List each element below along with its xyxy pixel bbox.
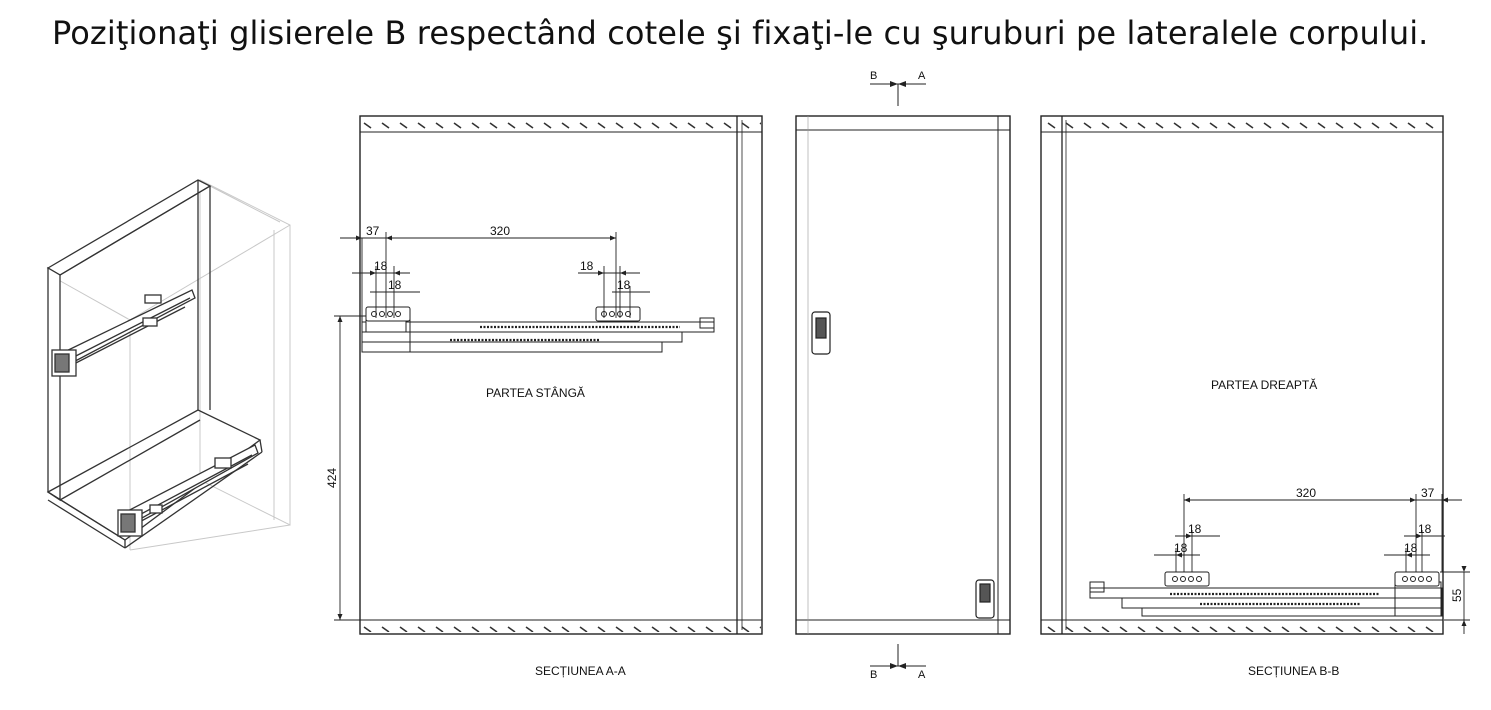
right-dim-spacing: 320 xyxy=(1296,486,1316,500)
left-dim-height: 424 xyxy=(325,468,339,488)
left-section-view: 37 320 18 18 18 18 424 PARTEA STÂNGĂ SEC… xyxy=(325,115,763,678)
marker-a-top: A xyxy=(918,70,926,82)
left-dim-hole-b: 18 xyxy=(388,278,402,292)
marker-a-bottom: A xyxy=(918,669,926,681)
marker-b-bottom: B xyxy=(870,669,877,681)
left-dim-hole-a: 18 xyxy=(374,259,388,273)
right-section-view: 320 37 18 18 18 18 55 PARTEA DREAPTĂ SEC… xyxy=(1040,115,1470,678)
front-view: B A B A xyxy=(795,70,1011,681)
left-panel-label: PARTEA STÂNGĂ xyxy=(486,385,585,400)
right-dim-hole-c: 18 xyxy=(1418,522,1432,536)
right-dim-hole-d: 18 xyxy=(1404,541,1418,555)
left-dim-spacing: 320 xyxy=(490,224,510,238)
marker-b-top: B xyxy=(870,70,877,82)
right-dim-height: 55 xyxy=(1450,588,1464,602)
left-dim-offset: 37 xyxy=(366,224,380,238)
left-section-caption: SECȚIUNEA A-A xyxy=(535,664,626,678)
right-dim-offset: 37 xyxy=(1421,486,1435,500)
right-dim-hole-b: 18 xyxy=(1174,541,1188,555)
right-section-caption: SECȚIUNEA B-B xyxy=(1248,664,1339,678)
instruction-title: Poziţionaţi glisierele B respectând cote… xyxy=(52,14,1429,52)
right-dim-hole-a: 18 xyxy=(1188,522,1202,536)
cabinet-isometric xyxy=(46,179,291,551)
left-dim-hole-d: 18 xyxy=(617,278,631,292)
right-panel-label: PARTEA DREAPTĂ xyxy=(1211,377,1317,392)
left-dim-hole-c: 18 xyxy=(580,259,594,273)
